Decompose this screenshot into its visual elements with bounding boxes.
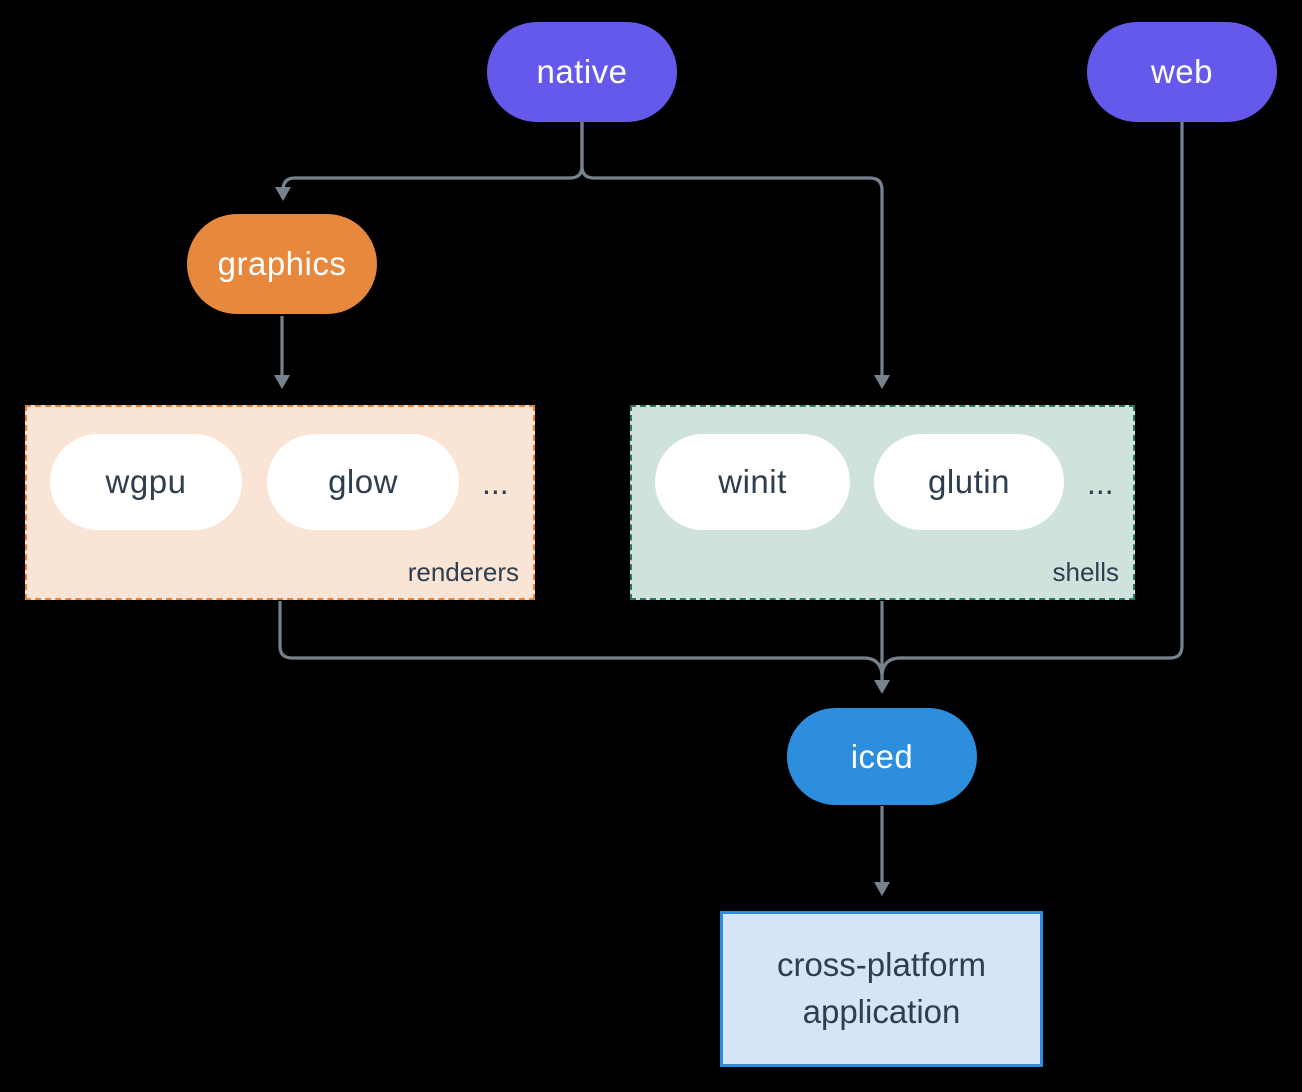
node-winit: winit — [655, 434, 850, 530]
group-shells: winit glutin ... shells — [630, 405, 1135, 600]
node-web: web — [1087, 22, 1277, 122]
node-wgpu-label: wgpu — [105, 463, 187, 500]
node-iced: iced — [787, 708, 977, 805]
edge-native-to-shells — [580, 122, 890, 389]
node-winit-label: winit — [718, 463, 787, 500]
node-web-label: web — [1150, 53, 1214, 90]
edge-renderers-to-merge — [278, 601, 884, 675]
node-glow: glow — [267, 434, 459, 530]
node-native-label: native — [536, 53, 628, 90]
node-glow-label: glow — [328, 463, 398, 500]
node-iced-label: iced — [850, 737, 914, 775]
renderers-ellipsis: ... — [482, 465, 509, 501]
node-graphics: graphics — [187, 214, 377, 314]
group-renderers: wgpu glow ... renderers — [25, 405, 535, 600]
application-label-line2: application — [802, 993, 961, 1030]
shells-ellipsis: ... — [1087, 465, 1114, 501]
node-glutin: glutin — [874, 434, 1064, 530]
group-renderers-label: renderers — [407, 557, 519, 587]
node-glutin-label: glutin — [928, 463, 1010, 500]
node-cross-platform-application: cross-platform application — [720, 911, 1043, 1067]
application-label-line1: cross-platform — [776, 946, 987, 984]
group-shells-label: shells — [1052, 557, 1119, 587]
edge-native-to-graphics — [275, 122, 584, 201]
node-graphics-label: graphics — [217, 245, 347, 282]
node-wgpu: wgpu — [50, 434, 242, 530]
node-native: native — [487, 22, 677, 122]
